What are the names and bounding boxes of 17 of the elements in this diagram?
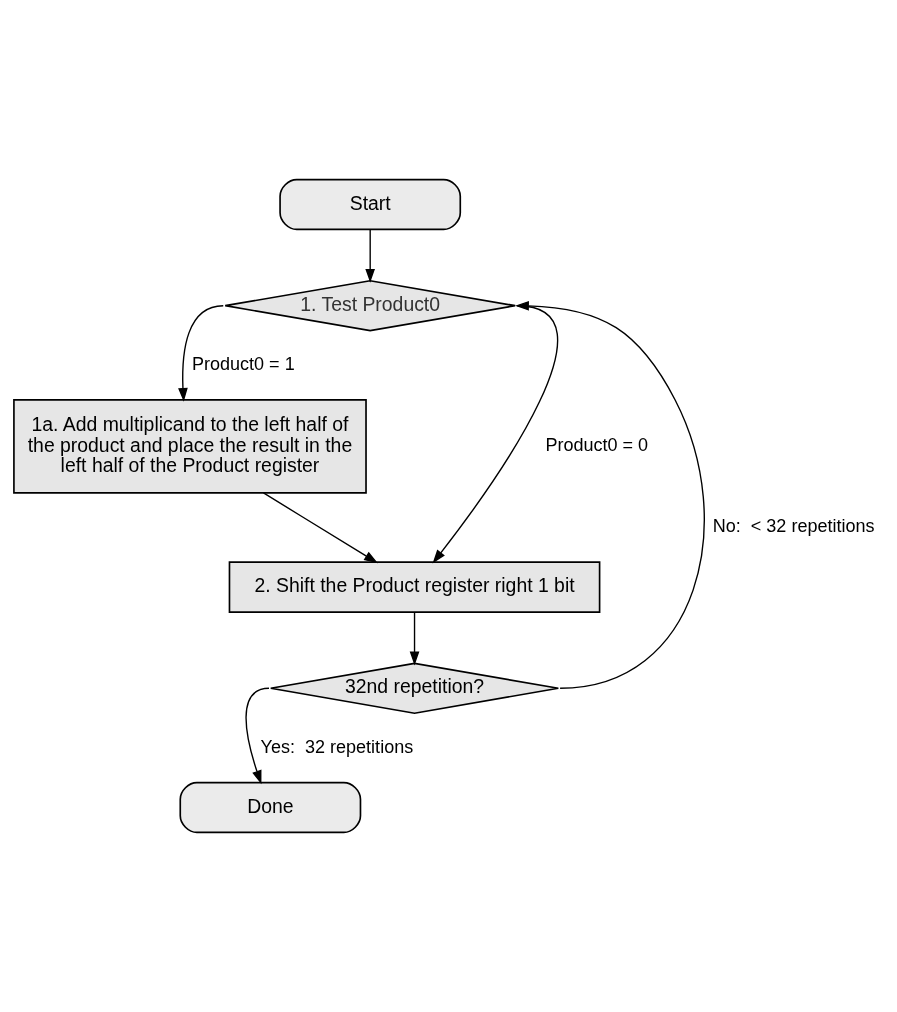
edge-label: No: < 32 repetitions: [712, 516, 875, 537]
node-diamond: 32nd repetition?: [269, 662, 560, 715]
arrow: [262, 492, 378, 564]
node-box: Done: [179, 781, 362, 834]
edge-label: Product0 = 0: [545, 435, 649, 456]
edge-label: Yes: 32 repetitions: [260, 736, 414, 757]
node-diamond: 1. Test Product0: [224, 279, 516, 332]
arrow: [409, 611, 420, 666]
node-box: 2. Shift the Product register right 1 bit: [228, 561, 601, 613]
arrow: [178, 305, 224, 402]
node-box: 1a. Add multiplicand to the left half of the product and place the result in the left half of the Product register: [13, 399, 367, 494]
arrow: [432, 305, 558, 564]
arrow: [245, 687, 270, 785]
edge-label: Product0 = 1: [192, 354, 295, 375]
node-box: Start: [279, 178, 462, 231]
arrow: [515, 300, 705, 689]
arrow: [365, 229, 376, 283]
